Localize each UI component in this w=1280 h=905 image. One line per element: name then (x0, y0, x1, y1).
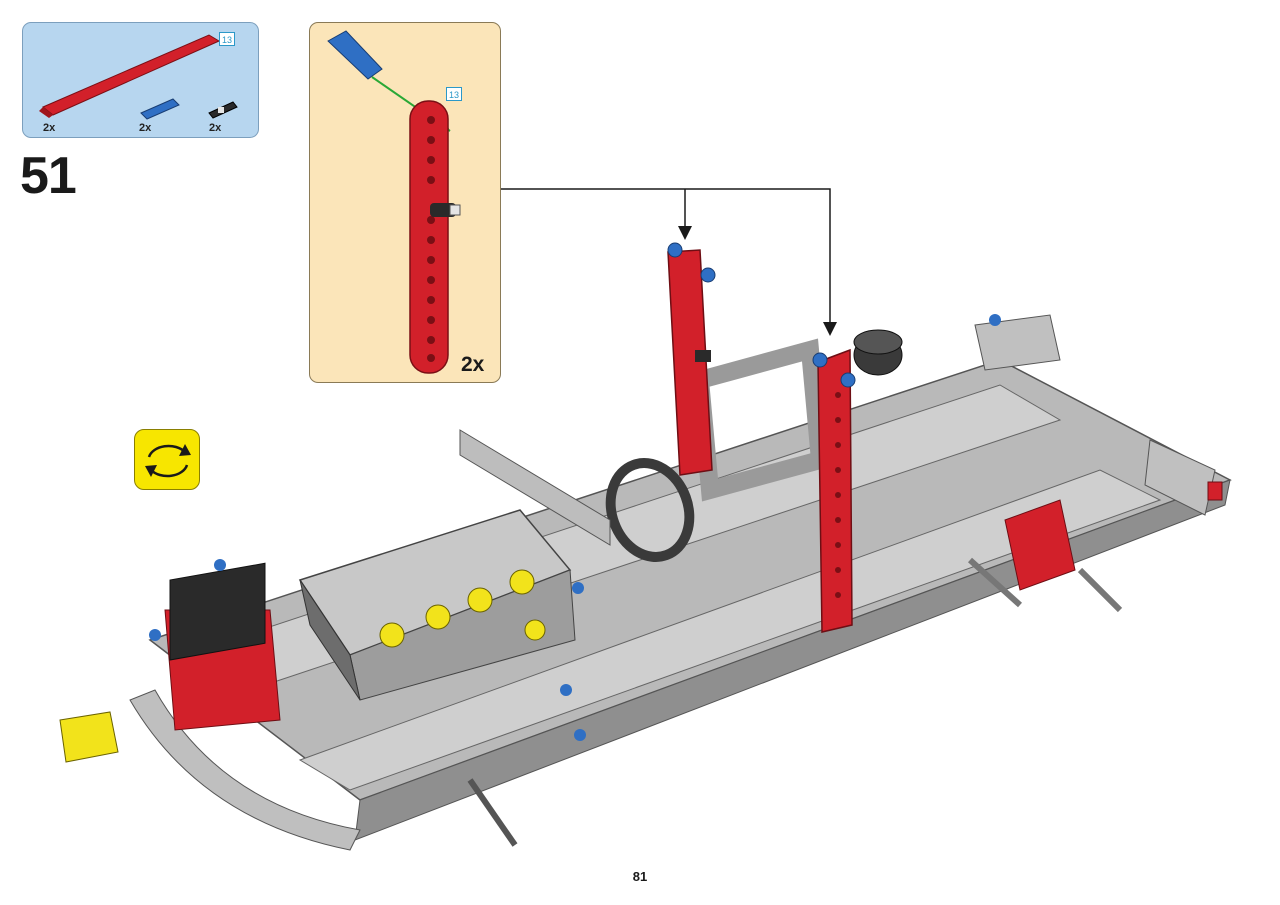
rotate-model-icon (134, 429, 200, 490)
sub-assembly-multiplier: 2x (461, 353, 485, 376)
black-pin-part (208, 101, 238, 119)
blue-pin-part (140, 98, 180, 120)
sub-assembly-illustration (327, 30, 461, 374)
parts-illustration (39, 34, 238, 120)
vertical-red-beam (409, 100, 449, 374)
black-pin-qty: 2x (209, 122, 222, 134)
step-number: 51 (20, 147, 77, 205)
steering-wheel (605, 458, 695, 562)
page-number: 81 (632, 869, 648, 884)
red-beam-qty: 2x (43, 122, 56, 134)
front-bumper (59, 562, 361, 851)
blue-pin-qty: 2x (139, 122, 152, 134)
blue-pins (149, 314, 1001, 741)
black-knob (853, 329, 903, 376)
rotate-arrows-icon (145, 444, 191, 478)
rear-crossmember (974, 314, 1223, 516)
placed-red-beam-right (812, 348, 856, 633)
beam-size-tag: 13 (219, 32, 235, 46)
beam-size-tag: 13 (446, 87, 462, 101)
parts-list-callout: 13 2x 2x 2x (22, 22, 259, 138)
blue-pin-part (327, 30, 383, 80)
rear-suspension (467, 499, 1123, 847)
black-pin-part (430, 203, 461, 217)
placed-red-beam-left (667, 242, 716, 476)
sub-assembly-callout: 13 (309, 22, 501, 383)
engine-block (298, 509, 576, 701)
